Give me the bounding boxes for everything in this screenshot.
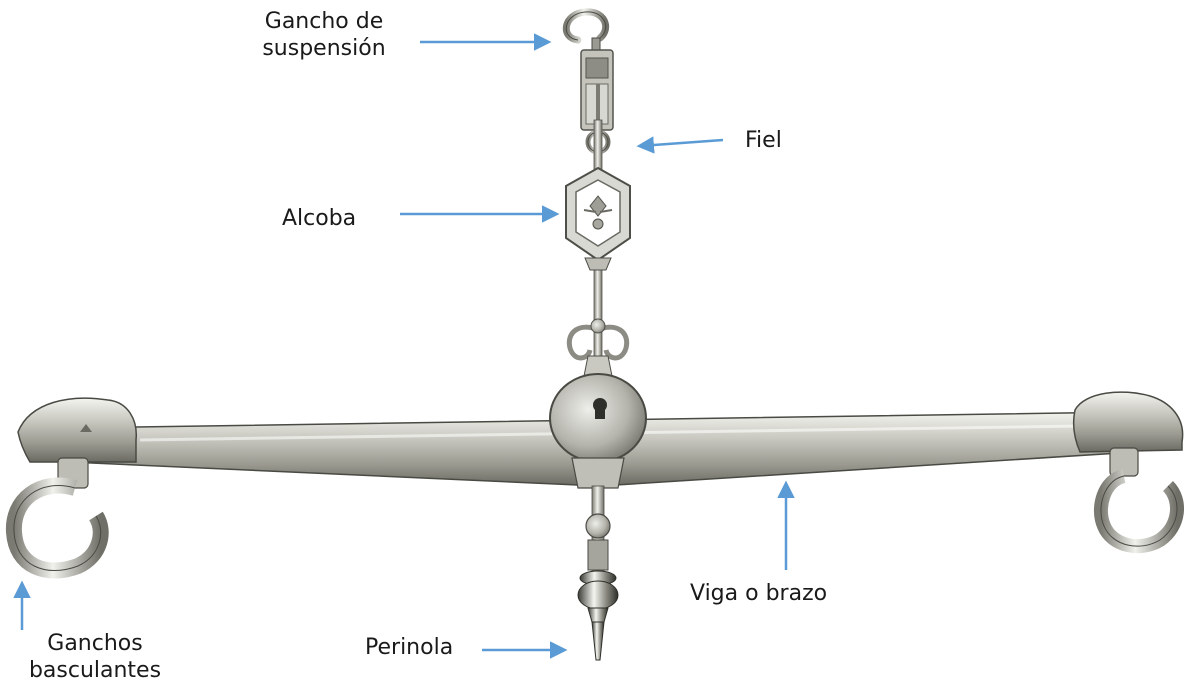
- right-beam-end: [1072, 391, 1184, 453]
- suspension-hook: [562, 8, 614, 131]
- label-alcoba: Alcoba: [282, 206, 357, 231]
- label-ganchos-basculantes: Ganchos basculantes: [0, 630, 190, 684]
- annotation-arrows: [13, 33, 795, 659]
- alcoba-frame: [565, 166, 631, 271]
- label-basculantes-line2: basculantes: [28, 658, 162, 683]
- arrow-fiel: [636, 136, 724, 154]
- left-tilting-hook: [5, 457, 109, 579]
- label-viga-o-brazo: Viga o brazo: [690, 581, 828, 606]
- label-gancho-line2: suspensión: [262, 36, 386, 61]
- left-beam-end: [17, 397, 137, 463]
- ornamental-scroll: [566, 318, 630, 377]
- label-gancho-de-suspension: Gancho de suspensión: [229, 8, 419, 62]
- label-perinola: Perinola: [365, 635, 454, 660]
- perinola: [577, 570, 619, 661]
- central-disc: [549, 373, 647, 489]
- label-gancho-line1: Gancho de: [264, 9, 384, 34]
- right-tilting-hook: [1093, 447, 1184, 554]
- label-fiel: Fiel: [745, 128, 782, 153]
- label-basculantes-line1: Ganchos: [47, 631, 143, 656]
- lower-stem: [585, 485, 611, 577]
